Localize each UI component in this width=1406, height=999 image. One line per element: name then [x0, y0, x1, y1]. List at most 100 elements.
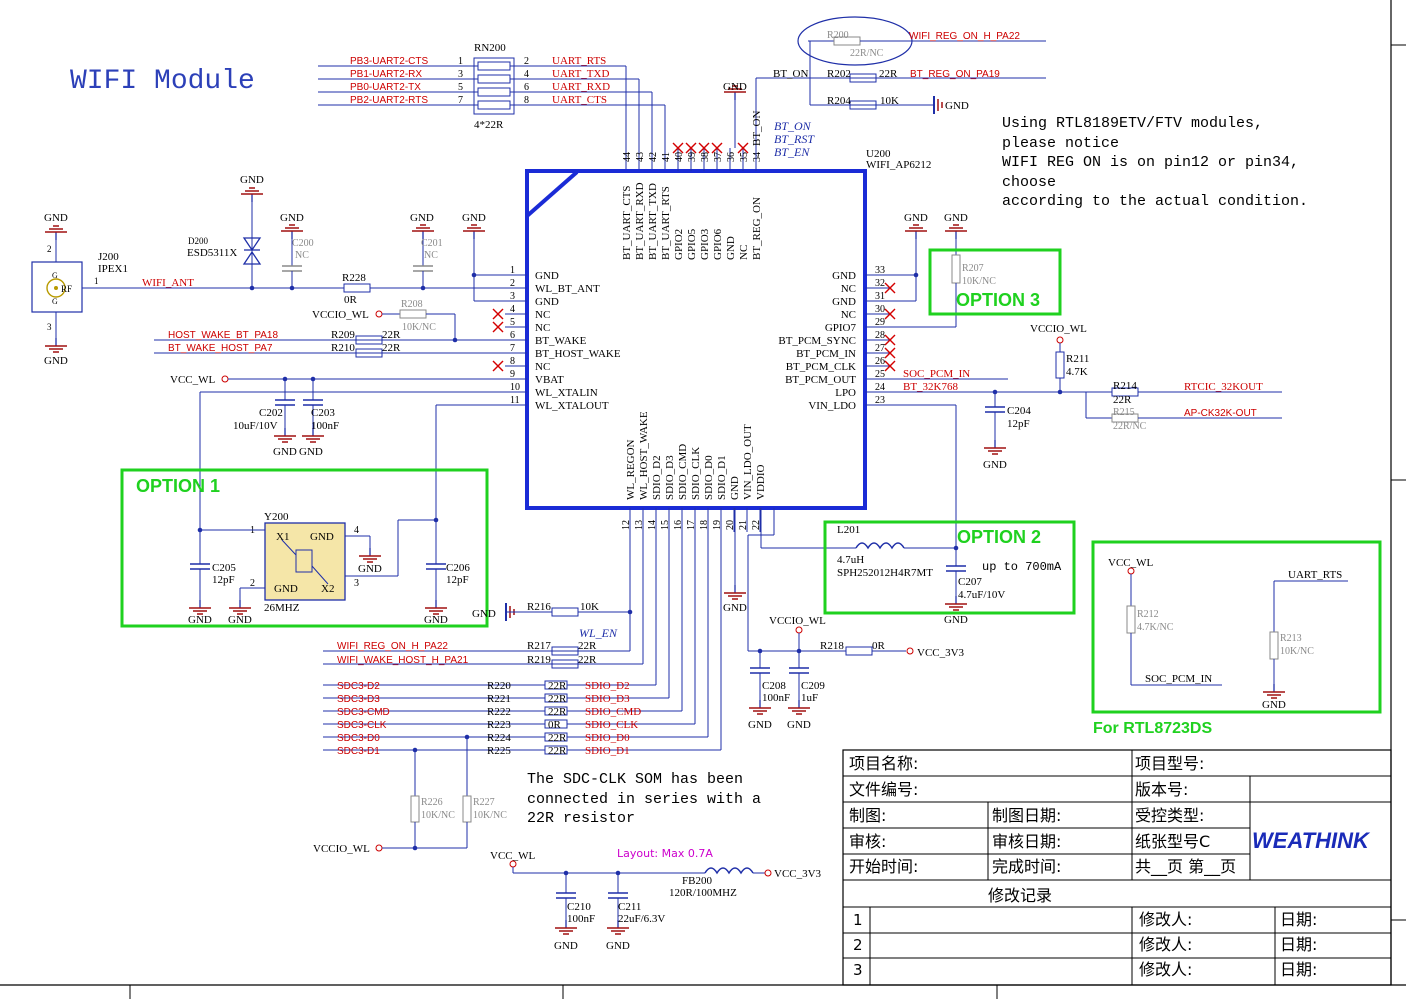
option2-box: GND OPTION 2 L201 4.7uH SPH252012H4R7MT …	[760, 404, 1076, 626]
tb-pages: 共__页 第__页	[1135, 857, 1236, 877]
rn200-resistor	[477, 74, 511, 84]
r227-ref: R227	[473, 797, 495, 808]
u200-right-pin-name: VIN_LDO	[808, 400, 856, 412]
u200-left-pin-num: 10	[510, 382, 520, 393]
rn200-right-net: UART_RXD	[552, 81, 610, 93]
u200-left-pin-name: VBAT	[535, 374, 564, 386]
u200-top-pin-name: BT_UART_CTS	[621, 185, 633, 260]
net-rtcic: RTCIC_32KOUT	[1184, 381, 1263, 393]
u200-top-pin-name: GND	[725, 236, 737, 260]
gnd-pin36: GND	[723, 81, 747, 93]
tb-finish-time: 完成时间:	[992, 857, 1061, 876]
u200-top-pin-name: GPIO2	[673, 229, 685, 260]
u200-right-pin-num: 33	[875, 265, 885, 276]
u200-bottom-pin-num: 19	[712, 520, 723, 530]
gnd-y200-4: GND	[358, 563, 382, 575]
tb-file-no: 文件编号:	[849, 780, 918, 799]
j200-g-bottom: G	[52, 297, 58, 306]
c208-ref: C208	[762, 680, 786, 692]
c208-val: 100nF	[762, 692, 790, 704]
r200-ref: R200	[827, 30, 849, 41]
u200-bottom-pin-num: 17	[686, 520, 697, 530]
u200-left-pin-name: NC	[535, 309, 550, 321]
r212-val: 4.7K/NC	[1137, 622, 1174, 633]
gnd-c200: GND	[280, 212, 304, 224]
rn200-lpin: 1	[458, 56, 463, 67]
rn200-left-net: PB3-UART2-CTS	[350, 56, 428, 67]
tb-row-date: 日期:	[1280, 910, 1317, 929]
r208-val: 10K/NC	[402, 322, 436, 333]
tb-revision: 修改记录	[988, 886, 1052, 905]
r207-val: 10K/NC	[962, 276, 996, 287]
wl-en: WL_EN	[579, 626, 618, 640]
r211-val: 4.7K	[1066, 366, 1088, 378]
sheet-title: WIFI Module	[70, 66, 255, 97]
u200-right-pin-num: 28	[875, 330, 885, 341]
sdio-net: SDC3-D2	[337, 681, 380, 692]
u200-bottom-pin-name: SDIO_D3	[664, 455, 676, 500]
rn200-lpin: 5	[458, 82, 463, 93]
sdc-note: The SDC-CLK SOM has been connected in se…	[527, 771, 761, 827]
tb-row-modifier: 修改人:	[1139, 910, 1192, 929]
gnd-d200: GND	[240, 174, 264, 186]
tb-row-date: 日期:	[1280, 935, 1317, 954]
u200-right-pin-name: BT_PCM_CLK	[786, 361, 856, 373]
c202-ref: C202	[259, 407, 283, 419]
rtl8189-note: Using RTL8189ETV/FTV modules, please not…	[1002, 115, 1308, 210]
rn200-left-net: PB1-UART2-RX	[350, 69, 422, 80]
u200-chip: U200 WIFI_AP6212	[525, 148, 931, 510]
rn200-lpin: 7	[458, 95, 463, 106]
c201-val: NC	[424, 250, 438, 261]
u200-top-pin-name: NC	[738, 245, 750, 260]
u200-right-pin-num: 27	[875, 343, 885, 354]
tb-version: 版本号:	[1135, 780, 1188, 799]
u200-left-pin-name: BT_HOST_WAKE	[535, 348, 621, 360]
r215-val: 22R/NC	[1113, 421, 1147, 432]
r209-val: 22R	[382, 329, 401, 341]
r211-ref: R211	[1066, 353, 1089, 365]
c205-val: 12pF	[212, 574, 235, 586]
sdio-sig: SDIO_D2	[585, 680, 630, 692]
vccio-wl-right: VCCIO_WL	[1030, 323, 1087, 335]
u200-top-pin-name: GPIO6	[712, 228, 724, 260]
u200-bottom-pin-num: 21	[738, 520, 749, 530]
r218-val: 0R	[872, 640, 886, 652]
u200-top-pin-num: 36	[726, 152, 737, 162]
c206-ref: C206	[446, 562, 470, 574]
gnd-r213: GND	[1262, 699, 1286, 711]
nc-x-mark	[492, 360, 504, 372]
r213-ref: R213	[1280, 633, 1302, 644]
l201-ref: L201	[837, 524, 860, 536]
net-bt-reg: BT_REG_ON_PA19	[910, 69, 1000, 80]
u200-ref: U200	[866, 148, 891, 160]
option1-box: OPTION 1 Y200 26MHZ X1 X2 GND GND 1 2 3 …	[120, 468, 489, 628]
r215-ref: R215	[1113, 407, 1135, 418]
u200-right-pin-name: GND	[832, 270, 856, 282]
j200-rf: RF	[61, 284, 72, 294]
u200-bottom-pin-num: 16	[673, 520, 684, 530]
sdio-net: SDC3-D3	[337, 694, 380, 705]
u200-bottom-pin-num: 20	[725, 520, 736, 530]
c203-ref: C203	[311, 407, 335, 419]
r207-ref: R207	[962, 263, 984, 274]
sdio-net: SDC3-CMD	[337, 707, 390, 718]
u200-top-pin-num: 37	[713, 152, 724, 162]
gnd-r204: GND	[945, 100, 969, 112]
bt-on-italic: BT_ON	[774, 119, 812, 133]
u200-left-pin-num: 11	[510, 395, 520, 406]
gnd-c202: GND	[273, 446, 297, 458]
r218-ref: R218	[820, 640, 844, 652]
c210-ref: C210	[567, 901, 591, 913]
note-line-1: Using RTL8189ETV/FTV modules,	[1002, 115, 1263, 132]
u200-bottom-pin-name: VIN_LDO_OUT	[742, 424, 754, 500]
tb-row-modifier: 修改人:	[1139, 935, 1192, 954]
d200-ref: D200	[188, 236, 208, 246]
rtl8723-uart: UART_RTS	[1288, 569, 1342, 581]
r226-ref: R226	[421, 797, 443, 808]
u200-left-pin-name: WL_XTALOUT	[535, 400, 609, 412]
bt-rst-italic: BT_RST	[774, 132, 815, 146]
r210-val: 22R	[382, 342, 401, 354]
u200-left-pin-num: 5	[510, 317, 515, 328]
c205-ref: C205	[212, 562, 236, 574]
